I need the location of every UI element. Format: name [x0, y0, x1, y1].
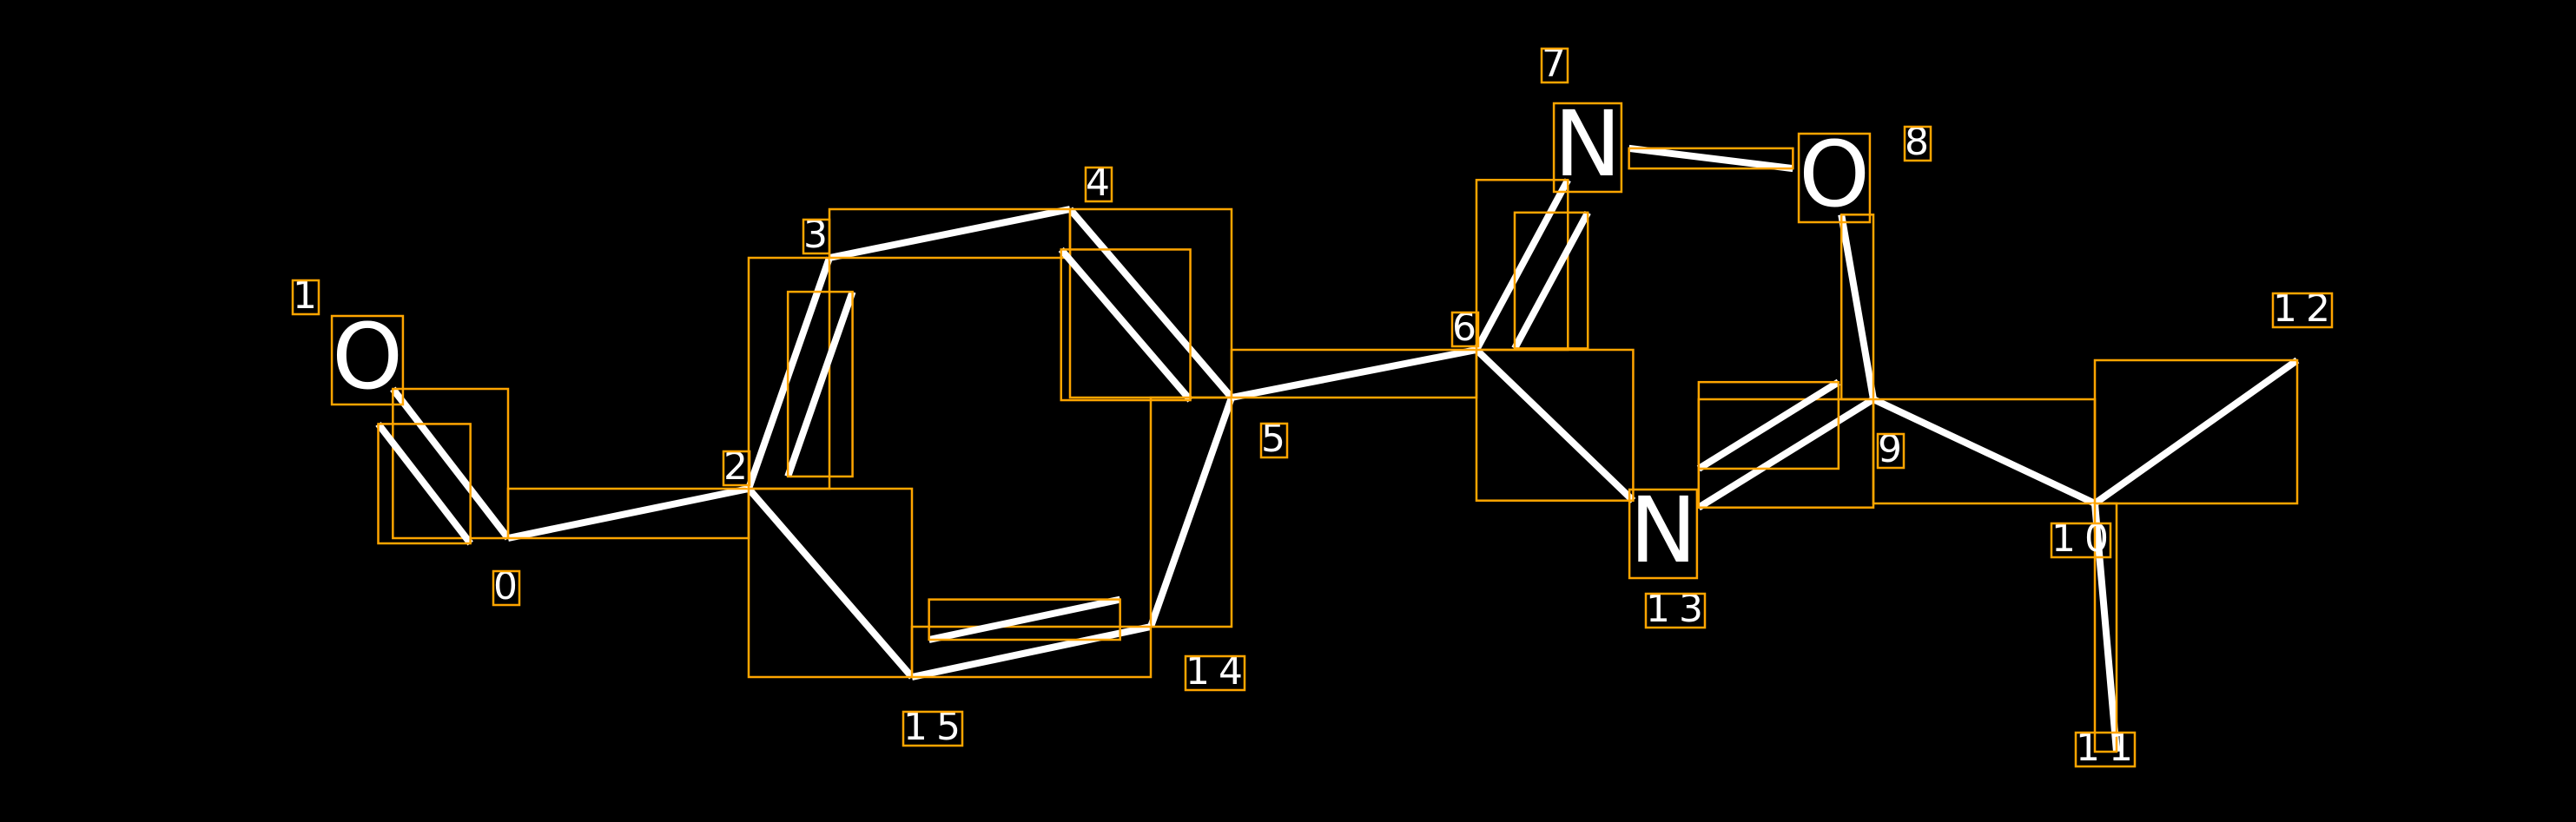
bond-box — [928, 598, 1121, 641]
index-box — [2271, 292, 2334, 329]
bond-14-15-second-line — [928, 595, 1121, 643]
atom-8-symbol: O — [1799, 122, 1870, 227]
bond-9-10 — [1872, 396, 2097, 507]
index-box — [1084, 166, 1113, 203]
bond-9-13 — [1696, 396, 1876, 511]
bond-6-7 — [1473, 178, 1571, 352]
index-box — [722, 450, 751, 487]
index-box — [802, 218, 831, 255]
atom-7-symbol: N — [1554, 91, 1622, 197]
bond-0-1 — [390, 386, 512, 541]
bond-5-14 — [1147, 396, 1235, 628]
index-box — [1259, 422, 1289, 459]
bond-box — [1628, 147, 1794, 170]
index-box — [1540, 47, 1569, 84]
bond-14-15 — [911, 623, 1152, 681]
bond-3-4 — [829, 206, 1071, 261]
bond-0-2 — [507, 485, 750, 542]
bond-13-6 — [1474, 347, 1636, 503]
bond-6-7-second-line — [1511, 210, 1591, 351]
bond-9-13-second-line — [1696, 378, 1840, 472]
index-box — [1903, 125, 1932, 162]
bond-box — [1697, 380, 1840, 470]
atom-box — [1628, 488, 1699, 580]
bond-box — [1475, 348, 1635, 502]
index-box — [2074, 731, 2137, 768]
bond-box — [2093, 358, 2299, 505]
bond-box — [747, 487, 914, 679]
index-box — [492, 569, 521, 607]
bond-15-2 — [745, 486, 915, 680]
bond-10-12 — [2092, 357, 2300, 507]
bond-0-1-second-line — [375, 421, 473, 546]
index-box — [1184, 654, 1246, 692]
bond-5-6 — [1231, 346, 1477, 401]
index-box — [291, 279, 320, 316]
bond-box — [786, 290, 854, 478]
bond-box — [392, 387, 510, 540]
index-box — [1450, 311, 1480, 348]
bond-2-3-second-line — [784, 290, 856, 478]
bond-box — [1060, 248, 1192, 402]
bond-box — [377, 423, 472, 545]
index-box — [902, 710, 964, 747]
bond-10-11 — [2091, 503, 2120, 753]
bond-7-8 — [1628, 144, 1793, 173]
bond-box — [1513, 211, 1589, 350]
index-box — [2050, 522, 2112, 559]
bond-2-3 — [745, 256, 833, 490]
index-box — [1644, 592, 1707, 629]
bond-4-5-second-line — [1058, 247, 1193, 403]
bond-8-9 — [1838, 214, 1877, 400]
atom-box — [1797, 132, 1872, 224]
bond-4-5 — [1067, 207, 1235, 400]
atom-13-symbol: N — [1629, 477, 1697, 583]
atom-box — [330, 314, 405, 406]
atom-box — [1552, 102, 1623, 194]
bond-box — [1149, 396, 1233, 628]
atom-1-symbol: O — [332, 304, 403, 410]
index-box — [1876, 432, 1906, 470]
